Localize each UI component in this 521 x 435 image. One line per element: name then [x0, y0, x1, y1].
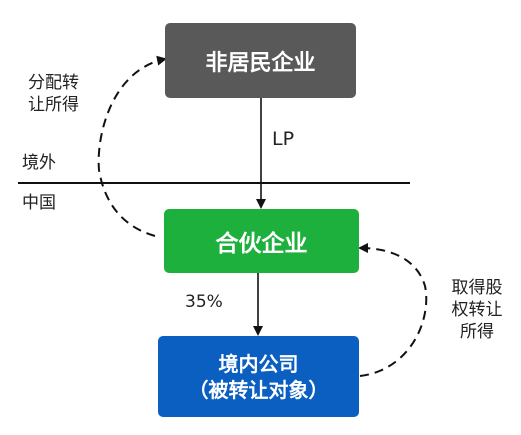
domestic-company-sublabel: （被转让对象）	[188, 377, 329, 402]
left-transfer-line-2: 让所得	[28, 95, 79, 115]
right-transfer-line-2: 权转让	[451, 300, 503, 320]
ownership-percentage-label: 35%	[185, 292, 223, 312]
left-transfer-line-1: 分配转	[28, 73, 79, 93]
nonresident-enterprise-label: 非居民企业	[205, 50, 316, 76]
domestic-company-label: 境内公司	[218, 351, 299, 376]
right-transfer-annotation: 取得股 权转让 所得	[440, 277, 514, 343]
china-region-label: 中国	[22, 193, 56, 213]
lp-label: LP	[272, 128, 295, 150]
left-dashed-return-arrow	[97, 55, 167, 237]
right-dashed-return-arrow	[358, 243, 428, 377]
domestic-company-node: 境内公司 （被转让对象）	[158, 336, 359, 417]
nonresident-enterprise-node: 非居民企业	[165, 23, 356, 98]
right-transfer-line-3: 所得	[460, 322, 494, 342]
partnership-node: 合伙企业	[164, 209, 359, 273]
partnership-label: 合伙企业	[215, 231, 308, 257]
outside-region-label: 境外	[22, 153, 56, 173]
left-transfer-annotation: 分配转 让所得	[28, 72, 79, 116]
right-transfer-line-1: 取得股	[451, 278, 503, 298]
